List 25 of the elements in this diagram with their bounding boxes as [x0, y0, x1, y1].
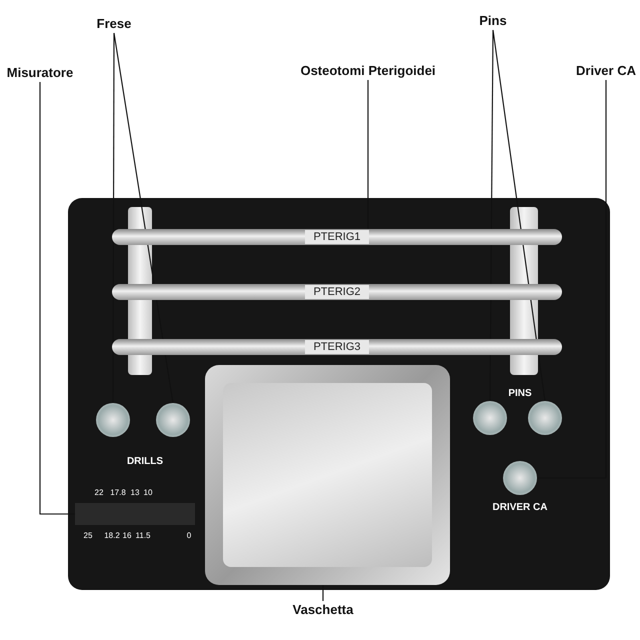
scale-number: 13 — [130, 488, 140, 497]
scale-number: 22 — [94, 488, 104, 497]
instrument-label: PTERIG3 — [305, 340, 369, 354]
leader-line — [492, 30, 546, 402]
scale-number: 25 — [84, 531, 92, 540]
scale-number: 16 — [122, 531, 132, 540]
scale-number: 17.8 — [110, 488, 126, 497]
measuring-ruler — [75, 503, 195, 525]
tray-drawing — [205, 365, 450, 585]
scale-number: 0 — [186, 531, 192, 540]
callout-label: Driver CA — [576, 62, 636, 80]
scale-number: 11.5 — [136, 531, 150, 540]
instrument-label: PTERIG1 — [305, 230, 369, 244]
callout-label: Vaschetta — [292, 601, 354, 619]
callout-label: Frese — [96, 15, 132, 33]
slot-label: PINS — [508, 388, 532, 399]
scale-number: 10 — [144, 488, 152, 497]
osteotome-drawing — [112, 229, 562, 245]
instrument-label: PTERIG2 — [305, 285, 369, 299]
scale-number: 18.2 — [104, 531, 120, 540]
callout-label: Osteotomi Pterigoidei — [300, 62, 436, 80]
callout-label: Misuratore — [6, 64, 74, 82]
slot-label: DRILLS — [126, 456, 164, 467]
slot-label: DRIVER CA — [492, 502, 548, 513]
callout-label: Pins — [479, 12, 507, 30]
